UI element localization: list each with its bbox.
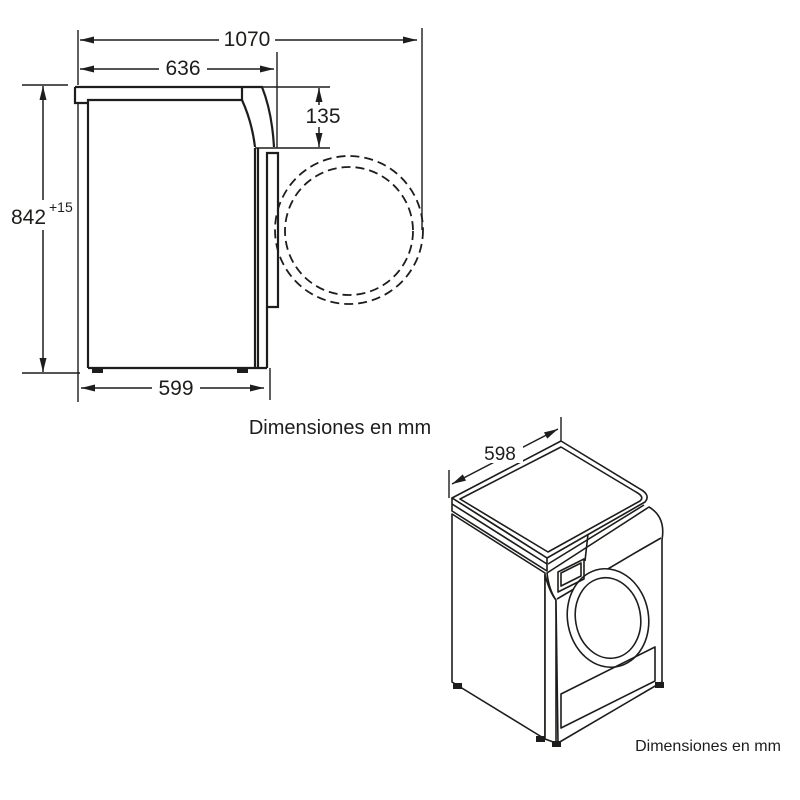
rear-foot [237,368,248,373]
arrowhead [315,133,323,147]
display-outer-frame [557,558,585,593]
dryer-iso-body [451,440,664,744]
dimension-lines [39,36,417,392]
foot-front-center [552,741,561,747]
arrowhead [80,36,94,44]
foot-front-right [655,682,664,688]
corner-strip [544,574,557,744]
dim-label-1070: 1070 [224,28,271,51]
top-face-rim [459,446,643,553]
arrowhead [544,429,558,439]
arrowhead [403,36,417,44]
dim-label-842: 842 [11,206,46,229]
front-foot [92,368,103,373]
door-swing-inner-circle [284,166,414,296]
label-bg [219,29,275,51]
control-display [557,558,585,593]
rear-cap-inner-curve [240,99,257,148]
arrowhead [260,65,274,73]
label-bg [7,200,77,230]
arrowhead [250,384,264,392]
iso-dimension: 598 [448,417,562,498]
door-swing-outer-circle [274,155,424,305]
label-bg [303,105,343,127]
foot-front-left [536,736,545,742]
control-band-bottom-edge [556,537,662,600]
dim-label-842-tolerance: +15 [49,199,73,215]
arrowhead [81,384,95,392]
worktop-left-midline [451,503,548,565]
dryer-feet [453,682,664,747]
top-plate-top-edge [75,85,276,148]
side-view-drawing: 1070 636 135 842 +15 599 Dimensiones en … [7,28,431,439]
foot-back-left [453,683,462,689]
door-swing-arc [274,155,424,305]
arrowhead [39,86,47,100]
kick-panel [560,646,656,729]
door-panel [265,151,280,309]
arrowhead [80,65,94,73]
arrowhead [452,474,466,484]
label-bg [477,444,523,463]
extension-lines [22,28,423,402]
display-inner-frame [560,562,582,587]
dim-label-135: 135 [305,105,340,128]
label-bg [152,377,200,399]
top-plate-front-lip [73,87,242,105]
side-view-caption: Dimensiones en mm [249,417,431,439]
iso-view-drawing: 598 Dimensiones en mm [448,417,781,755]
door-inner-ring [574,576,642,660]
dim-label-636: 636 [165,57,200,80]
dimension-labels: 1070 636 135 842 +15 599 [7,28,343,400]
dryer-side-outline [73,85,280,373]
dim-label-598: 598 [484,444,516,465]
arrowhead [39,358,47,372]
dim-label-599: 599 [158,377,193,400]
worktop-right-midline [547,504,645,565]
iso-view-caption: Dimensiones en mm [635,738,781,755]
label-bg [159,58,207,79]
arrowhead [315,88,323,102]
control-band-seam [584,533,589,562]
